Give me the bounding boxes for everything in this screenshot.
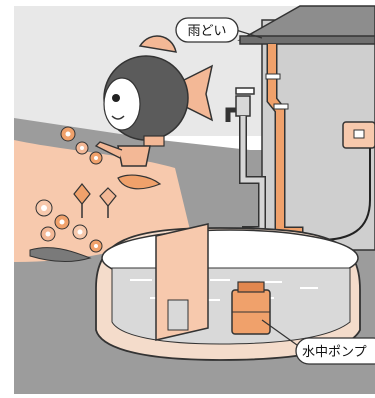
downspout-bracket-2	[273, 103, 289, 110]
roof-eave	[239, 35, 375, 45]
divider-notch	[167, 299, 189, 331]
mascot-top-fin	[138, 35, 177, 53]
mascot-face	[103, 77, 141, 131]
flower-icon	[60, 126, 103, 165]
rain-gutter-label: 雨どい	[187, 24, 226, 39]
downspout-bracket-1	[265, 73, 281, 80]
rain-gutter-callout: 雨どい	[175, 17, 263, 43]
faucet-body	[235, 95, 251, 117]
flower-bed-icon	[29, 199, 103, 263]
pump-cap	[237, 281, 265, 293]
watering-can-icon	[94, 141, 162, 190]
mascot-character	[103, 35, 214, 147]
garden-bed	[14, 140, 190, 262]
mascot-eye	[112, 94, 120, 102]
faucet-handle	[235, 87, 255, 95]
mascot-mouth	[111, 115, 125, 120]
outlet-socket	[353, 129, 365, 139]
submersible-pump-label: 水中ポンプ	[302, 345, 367, 360]
tulip-icon	[73, 183, 117, 218]
submersible-pump-callout: 水中ポンプ	[261, 319, 375, 365]
mascot-legs	[143, 135, 165, 147]
faucet-spout	[225, 107, 236, 122]
